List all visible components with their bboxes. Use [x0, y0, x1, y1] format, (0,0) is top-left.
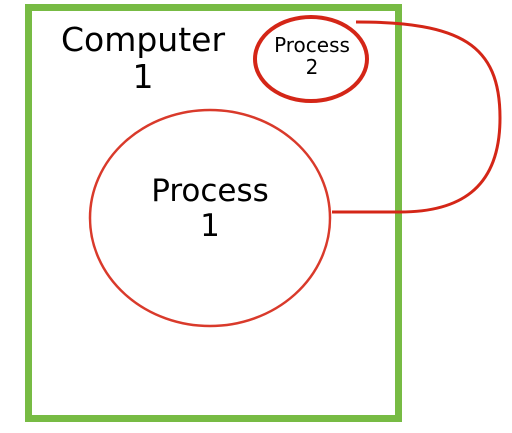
computer-label: Computer 1 [52, 20, 234, 96]
computer-label-line2: 1 [132, 56, 154, 96]
process1-label: Process 1 [105, 174, 315, 243]
process2-circle [253, 15, 369, 103]
process1-circle [88, 108, 332, 328]
process2-label: Process 2 [258, 34, 366, 79]
process1-label-line2: 1 [200, 207, 220, 244]
computer-label-line1: Computer [60, 20, 226, 59]
connector-line [332, 20, 502, 214]
process2-label-line1: Process [274, 33, 350, 57]
process2-label-line2: 2 [305, 55, 319, 80]
process1-label-line1: Process [151, 173, 269, 209]
